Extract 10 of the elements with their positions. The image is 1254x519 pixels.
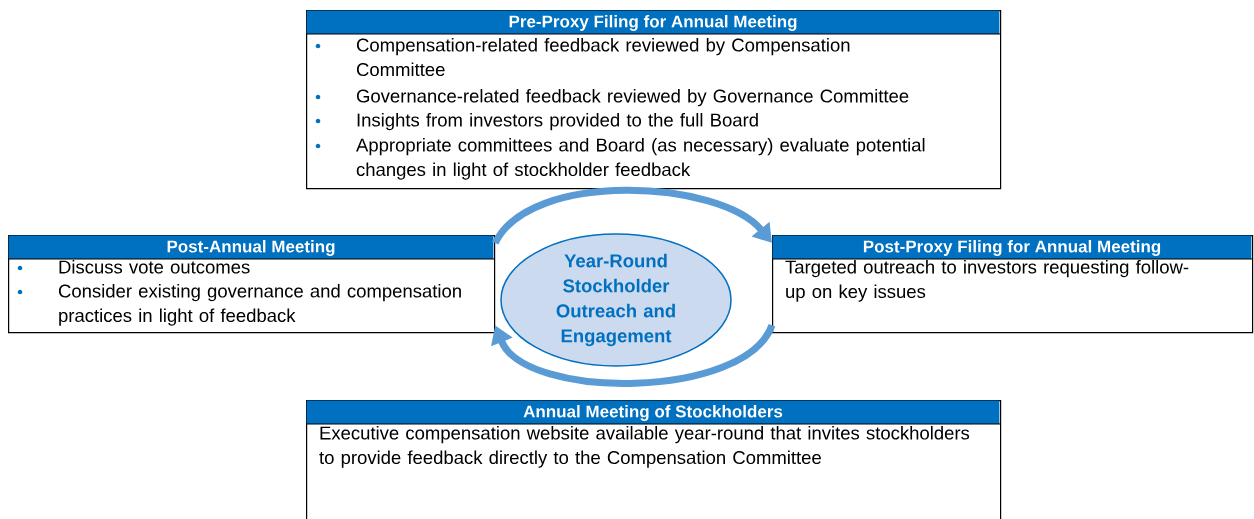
bullet-item: Governance-related feedback reviewed by Governance Committee bbox=[356, 89, 909, 107]
curved-arrow bbox=[491, 323, 775, 387]
curved-arrow bbox=[492, 186, 772, 246]
body-text: Targeted outreach to investors requesting follow-up on key issues bbox=[785, 260, 1189, 302]
bullet-item: Insights from investors provided to the full Board bbox=[357, 113, 758, 131]
body-text: Executive compensation website available year-round that invites stockholders to provide feedback directly to the Compensation Committee bbox=[319, 426, 970, 468]
bullet-item: Discuss vote outcomes bbox=[59, 260, 250, 274]
bullet-item: Appropriate committees and Board (as necessary) evaluate potential changes in light of stockholder feedback bbox=[356, 138, 925, 180]
bullet-item: Compensation-related feedback reviewed by Compensation Committee bbox=[356, 38, 850, 77]
bullet-item: Consider existing governance and compensation practices in light of feedback bbox=[58, 284, 461, 326]
